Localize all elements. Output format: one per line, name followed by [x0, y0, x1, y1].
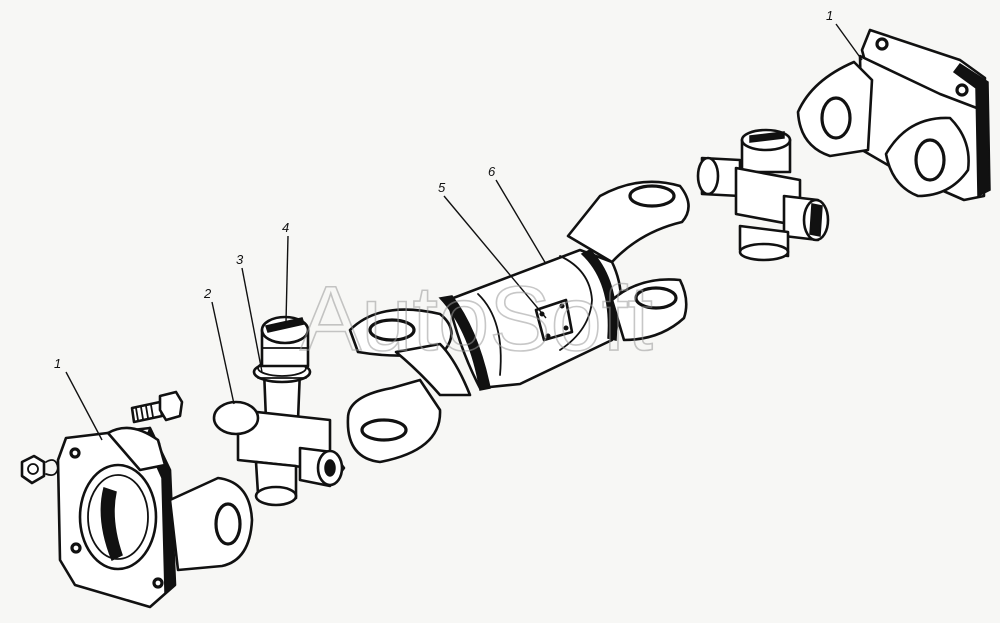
- flange-yoke-left: [56, 426, 254, 609]
- flange-yoke-right: [796, 28, 991, 202]
- callout-3: 3: [236, 252, 244, 267]
- universal-joint-cross-right: [696, 128, 830, 262]
- bolt: [130, 390, 184, 424]
- bearing-cup: [260, 315, 310, 368]
- shaft-yoke-rear: [566, 180, 690, 342]
- callout-4: 4: [282, 220, 289, 235]
- universal-joint-cross-left: [212, 368, 346, 507]
- propeller-shaft: [438, 248, 623, 391]
- hex-nut: [20, 454, 46, 485]
- callout-6: 6: [488, 164, 496, 179]
- leader-lines: [65, 23, 863, 441]
- callout-2: 2: [203, 286, 212, 301]
- callout-1-right: 1: [826, 8, 833, 23]
- shaft-yoke-front: [346, 308, 472, 464]
- callout-1-left: 1: [54, 356, 61, 371]
- lock-washer: [45, 459, 59, 477]
- watermark: AutoSoft: [300, 268, 653, 370]
- callout-5: 5: [438, 180, 446, 195]
